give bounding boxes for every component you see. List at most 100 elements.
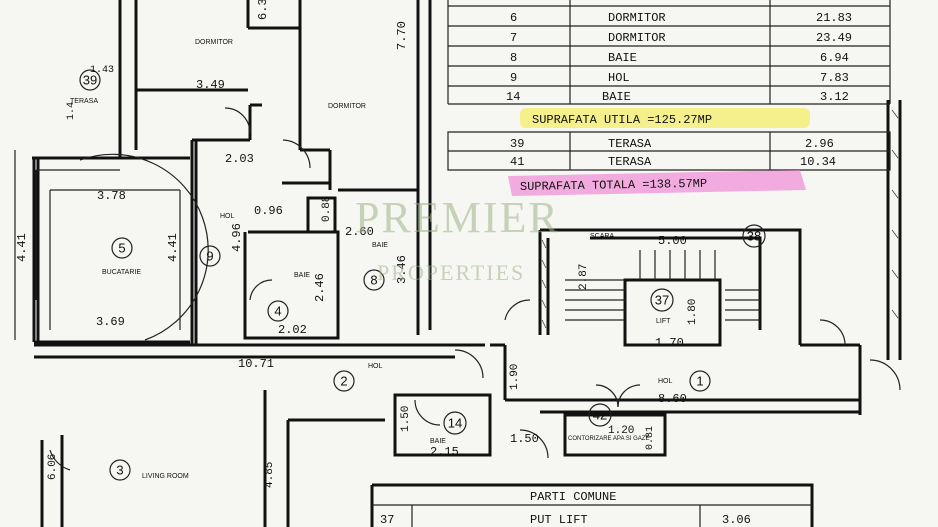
svg-text:PUT LIFT: PUT LIFT	[530, 513, 588, 527]
dim-2-03: 2.03	[225, 152, 254, 166]
svg-text:3.06: 3.06	[722, 513, 751, 527]
dim-1-20: 1.20	[608, 425, 634, 437]
svg-text:7: 7	[510, 31, 517, 45]
room-markers: 39 5 9 4 8 2 3 14 42 1 37 38	[79, 69, 766, 481]
room-3-marker: 3	[109, 459, 131, 481]
svg-text:DORMITOR: DORMITOR	[608, 11, 666, 25]
svg-text:8: 8	[370, 273, 377, 288]
dim-4-96: 4.96	[230, 223, 244, 252]
dim-3-49: 3.49	[196, 78, 225, 92]
label-hol-9: HOL	[220, 213, 235, 220]
watermark-premier: PREMIER	[355, 193, 560, 242]
svg-text:38: 38	[747, 229, 761, 244]
dim-2-87: 2.87	[578, 264, 590, 290]
svg-text:14: 14	[448, 416, 462, 431]
table-top-row: 8 BAIE 6.94	[510, 51, 849, 65]
wall-hatching	[541, 109, 899, 329]
dim-4-41-outer: 4.41	[15, 233, 29, 262]
room-2-marker: 2	[333, 370, 355, 392]
dim-1-50-left: 1.50	[400, 406, 412, 432]
label-terasa: TERASA	[70, 98, 98, 105]
svg-text:8: 8	[510, 51, 517, 65]
dim-1-50-right: 1.50	[510, 432, 539, 446]
dim-1-80: 1.80	[687, 299, 699, 325]
svg-text:42: 42	[593, 408, 607, 423]
label-hol-2: HOL	[368, 363, 383, 370]
label-hol-1: HOL	[658, 378, 673, 385]
dim-5-00: 5.00	[658, 234, 687, 248]
svg-text:10.34: 10.34	[800, 155, 836, 169]
label-baie-4: BAIE	[294, 272, 310, 279]
svg-text:BAIE: BAIE	[608, 51, 637, 65]
svg-text:HOL: HOL	[608, 71, 630, 85]
table-top-row: 7 DORMITOR 23.49	[510, 31, 852, 45]
useful-area-line: SUPRAFATA UTILA =125.27MP	[520, 108, 810, 128]
dim-3-78: 3.78	[97, 189, 126, 203]
dim-2-46: 2.46	[313, 273, 327, 302]
svg-text:21.83: 21.83	[816, 11, 852, 25]
total-area-line: SUPRAFATA TOTALA =138.57MP	[508, 170, 806, 196]
label-dormitor-left: DORMITOR	[195, 39, 233, 46]
label-baie-8: BAIE	[372, 242, 388, 249]
svg-text:BAIE: BAIE	[602, 90, 631, 104]
common-header: PARTI COMUNE	[530, 490, 616, 504]
svg-text:3: 3	[116, 463, 123, 478]
door-swings	[49, 107, 901, 471]
dim-3-46: 3.46	[395, 255, 409, 284]
table-terrace-row: 41 TERASA 10.34	[510, 155, 836, 169]
highlight-yellow	[520, 108, 810, 128]
svg-text:37: 37	[655, 293, 669, 308]
label-living-room: LIVING ROOM	[142, 473, 189, 480]
label-baie-14: BAIE	[430, 438, 446, 445]
room-14-marker: 14	[443, 411, 467, 435]
dim-6-3: 6.3	[256, 0, 270, 20]
svg-text:2.96: 2.96	[805, 137, 834, 151]
watermark: PREMIER PROPERTIES	[355, 193, 560, 285]
svg-text:7.83: 7.83	[820, 71, 849, 85]
dim-1-4: 1.4	[66, 102, 77, 120]
svg-text:39: 39	[83, 73, 97, 88]
svg-text:37: 37	[380, 513, 394, 527]
svg-text:5: 5	[118, 241, 125, 256]
svg-text:TERASA: TERASA	[608, 155, 652, 169]
table-top-row: 6 DORMITOR 21.83	[510, 11, 852, 25]
svg-text:41: 41	[510, 155, 524, 169]
dim-1-90: 1.90	[509, 364, 521, 390]
dim-4-85: 4.85	[264, 462, 276, 488]
room-1-marker: 1	[689, 370, 711, 392]
room-9-marker: 9	[199, 245, 221, 267]
label-dormitor-right: DORMITOR	[328, 103, 366, 110]
table-top-row: 14 BAIE 3.12	[506, 90, 849, 104]
svg-text:4: 4	[274, 304, 281, 319]
total-area-text: SUPRAFATA TOTALA =138.57MP	[520, 177, 707, 194]
dimensions: 6.3 7.70 3.49 1.43 1.4 2.03 3.78 0.96 0.…	[15, 0, 699, 488]
label-lift: LIFT	[656, 318, 671, 325]
dim-7-70: 7.70	[395, 21, 409, 50]
svg-text:9: 9	[510, 71, 517, 85]
svg-text:14: 14	[506, 90, 520, 104]
room-42-marker: 42	[588, 403, 612, 427]
dim-1-70: 1.70	[655, 336, 684, 350]
svg-text:23.49: 23.49	[816, 31, 852, 45]
dim-0-81: 0.81	[645, 426, 656, 450]
room-5-marker: 5	[111, 237, 133, 259]
walls	[14, 0, 902, 527]
dim-2-15: 2.15	[430, 445, 459, 459]
watermark-properties: PROPERTIES	[377, 260, 525, 285]
dim-0-96: 0.96	[254, 204, 283, 218]
highlight-pink	[508, 170, 806, 196]
svg-text:6: 6	[510, 11, 517, 25]
room-38-marker: 38	[742, 224, 766, 248]
dim-4-41-inner: 4.41	[166, 233, 180, 262]
area-table-terrace: 39 TERASA 2.96 41 TERASA 10.34	[447, 131, 891, 171]
area-table-common: PARTI COMUNE 37 PUT LIFT 3.06	[380, 490, 751, 527]
label-scara: SCARA	[590, 233, 614, 240]
dim-2-02: 2.02	[278, 323, 307, 337]
dim-2-60: 2.60	[345, 225, 374, 239]
dim-3-69: 3.69	[96, 315, 125, 329]
table-terrace-row: 39 TERASA 2.96	[510, 137, 834, 151]
label-bucatarie: BUCATARIE	[102, 269, 141, 276]
svg-text:9: 9	[206, 249, 213, 264]
